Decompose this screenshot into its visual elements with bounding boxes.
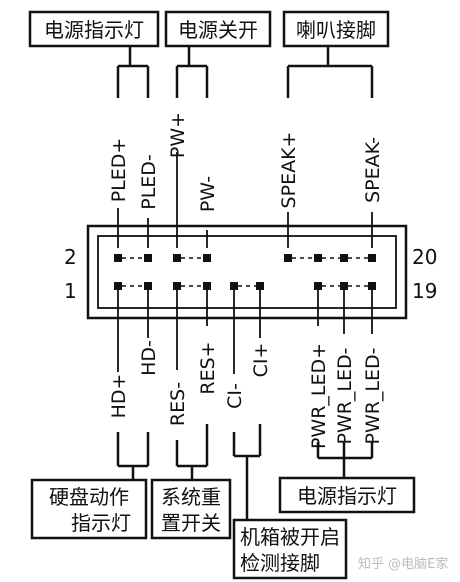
pin-15 — [314, 282, 322, 290]
pin-1 — [114, 282, 122, 290]
pin-label-hd-minus: HD- — [138, 340, 160, 376]
power-switch-label: 电源关开 — [178, 18, 258, 42]
pin-label-pled-plus: PLED+ — [108, 138, 130, 203]
pin-3 — [144, 282, 152, 290]
pin-number-top-right: 20 — [412, 245, 437, 269]
hdd-led-label-line1: 硬盘动作 — [49, 485, 129, 509]
pin-label-res-minus: RES- — [167, 382, 189, 426]
pin-6 — [173, 254, 181, 262]
pin-19 — [368, 282, 376, 290]
pin-4 — [144, 254, 152, 262]
bottom-connector-lines — [116, 424, 374, 520]
power-led-label: 电源指示灯 — [44, 18, 144, 42]
power-led-bottom-label-box: 电源指示灯 — [278, 476, 416, 514]
hdd-led-label-line2: 指示灯 — [71, 511, 131, 535]
pin-2 — [114, 254, 122, 262]
top-pin-row — [114, 254, 376, 262]
power-switch-label-box: 电源关开 — [164, 10, 272, 48]
top-connector-lines — [116, 46, 374, 98]
watermark-text: 知乎 @电脑E家 — [358, 556, 448, 572]
reset-switch-label-line2: 置开关 — [161, 511, 221, 535]
pin-7 — [203, 282, 211, 290]
pin-number-top-left: 2 — [64, 245, 77, 269]
hdd-led-label-box: 硬盘动作 指示灯 — [30, 478, 148, 540]
pin-label-speak-minus: SPEAK- — [362, 137, 384, 203]
pin-17 — [340, 282, 348, 290]
pin-label-pled-minus: PLED- — [138, 154, 160, 210]
pin-11 — [256, 282, 264, 290]
pin-label-hd-plus: HD+ — [108, 374, 130, 419]
power-led-bottom-label: 电源指示灯 — [297, 484, 397, 508]
pin-label-pwr-led-plus: PWR_LED+ — [308, 343, 330, 449]
top-wire-drops — [117, 152, 373, 248]
speaker-label: 喇叭接脚 — [296, 18, 376, 42]
pin-5 — [173, 282, 181, 290]
reset-switch-label-box: 系统重 置开关 — [150, 478, 232, 540]
pin-label-res-plus: RES+ — [197, 341, 219, 394]
pin-label-pw-plus: PW+ — [167, 112, 189, 158]
pin-number-bottom-left: 1 — [64, 279, 77, 303]
pin-9 — [230, 282, 238, 290]
bottom-pin-row — [114, 282, 376, 290]
chassis-intrusion-label-line1: 机箱被开启 — [240, 525, 340, 549]
chassis-intrusion-label-box: 机箱被开启 检测接脚 — [232, 518, 348, 580]
pin-header — [86, 224, 408, 320]
reset-switch-label-line1: 系统重 — [161, 485, 221, 509]
chassis-intrusion-label-line2: 检测接脚 — [240, 551, 320, 575]
pin-14 — [284, 254, 292, 262]
pin-label-speak-plus: SPEAK+ — [278, 132, 300, 209]
pin-label-pw-minus: PW- — [197, 176, 219, 212]
pin-number-bottom-right: 19 — [412, 279, 437, 303]
speaker-label-box: 喇叭接脚 — [282, 10, 390, 48]
pin-label-pwr-led-minus-2: PWR_LED- — [362, 347, 384, 444]
pin-label-pwr-led-minus-1: PWR_LED- — [334, 347, 356, 444]
pin-label-ci-plus: CI+ — [250, 343, 272, 378]
bottom-wire-drops — [117, 290, 373, 374]
pin-20 — [368, 254, 376, 262]
pin-8 — [203, 254, 211, 262]
pin-16 — [314, 254, 322, 262]
pin-18 — [340, 254, 348, 262]
pin-label-ci-minus: CI- — [224, 383, 246, 409]
power-led-label-box: 电源指示灯 — [28, 10, 160, 48]
